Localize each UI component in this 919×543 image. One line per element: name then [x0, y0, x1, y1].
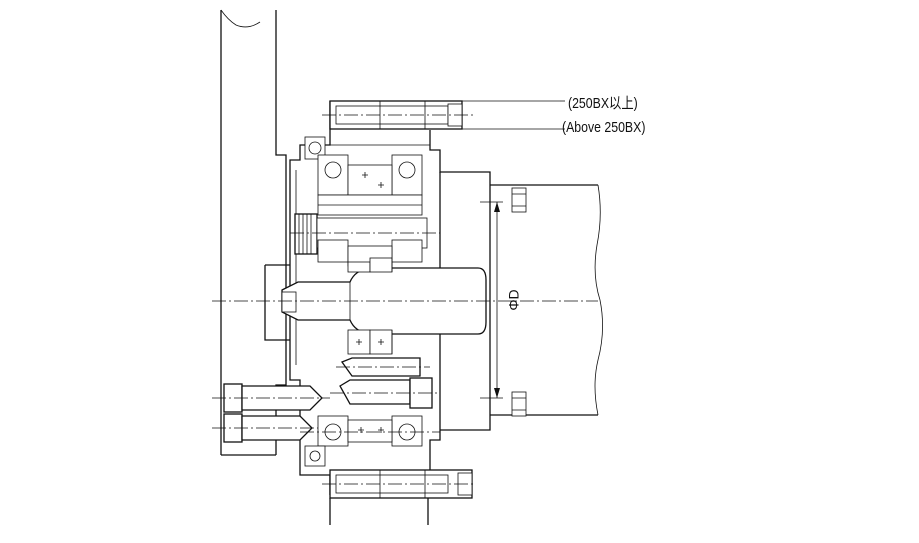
diameter-label: ΦD [505, 289, 522, 311]
note-label-jp: (250BX以上) [568, 95, 638, 112]
lower-mounting-bolts [212, 383, 330, 443]
upper-bearing-assembly [304, 136, 423, 216]
top-flange-bolt [322, 100, 560, 130]
center-bearings [347, 257, 393, 355]
bottom-flange-bolt [322, 469, 476, 525]
lower-bearing-assembly [300, 415, 440, 467]
pinion-shaft [290, 213, 440, 267]
note-label-en: (Above 250BX) [562, 119, 646, 136]
output-shaft [212, 267, 598, 335]
diameter-dimension [480, 201, 503, 399]
output-flange [489, 184, 603, 417]
note-leaders [548, 100, 565, 130]
center-bolts [330, 357, 440, 409]
